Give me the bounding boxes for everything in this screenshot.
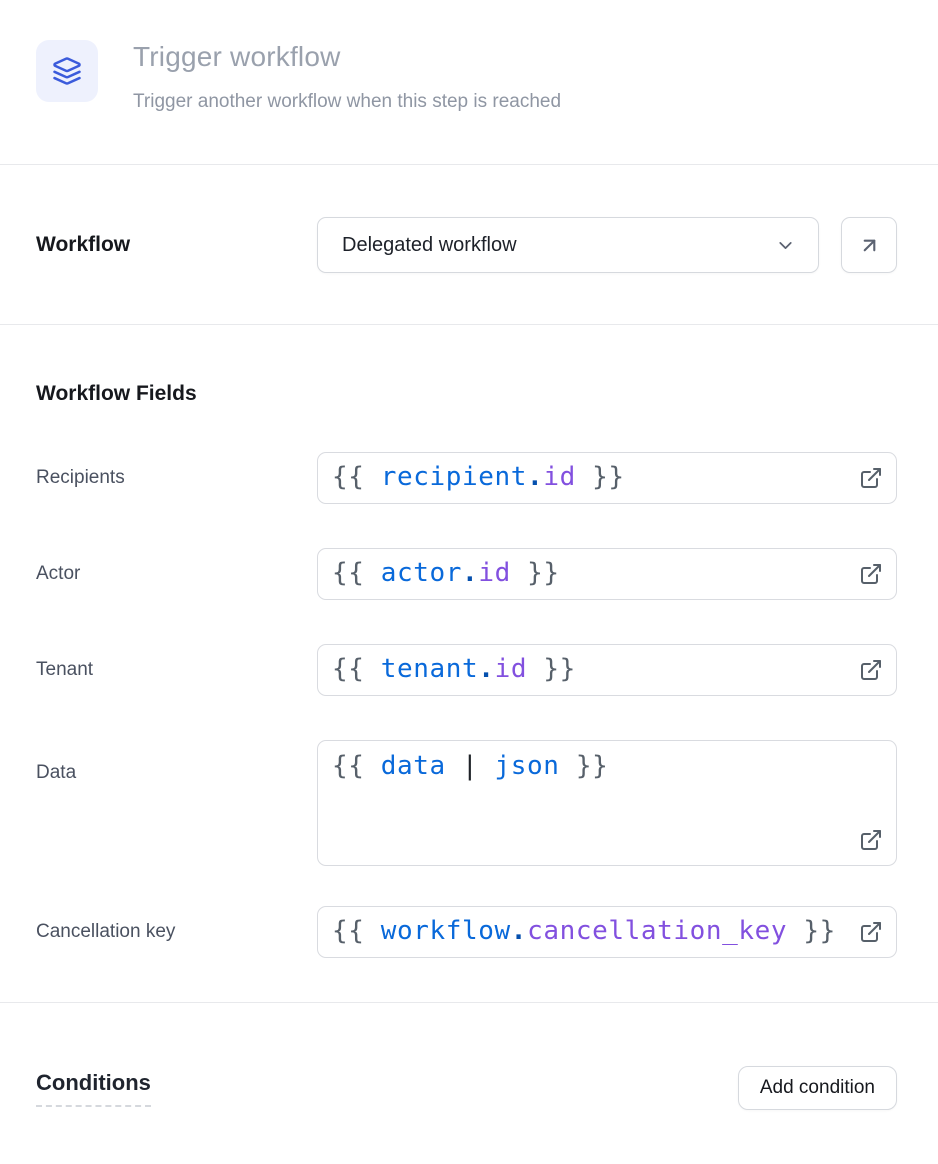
external-link-icon[interactable] <box>859 920 883 944</box>
field-label: Recipients <box>36 467 125 488</box>
field-row-recipients: Recipients {{ recipient.id }} <box>36 452 897 504</box>
field-value-code: {{ recipient.id }} <box>332 462 625 493</box>
workflow-select[interactable]: Delegated workflow <box>317 217 819 273</box>
workflow-select-group: Delegated workflow <box>317 217 897 273</box>
field-value-code: {{ actor.id }} <box>332 558 560 589</box>
trigger-workflow-step-panel: Trigger workflow Trigger another workflo… <box>0 0 938 1110</box>
external-link-icon[interactable] <box>859 466 883 490</box>
conditions-row: Conditions Add condition <box>0 1003 938 1110</box>
workflow-label: Workflow <box>36 233 131 256</box>
workflow-select-value: Delegated workflow <box>342 233 517 256</box>
page-subtitle: Trigger another workflow when this step … <box>133 91 562 112</box>
field-label: Actor <box>36 563 81 584</box>
workflow-fields-section: Workflow Fields Recipients {{ recipient.… <box>0 382 938 958</box>
cancellation-key-input[interactable]: {{ workflow.cancellation_key }} <box>317 906 897 958</box>
workflow-fields-heading: Workflow Fields <box>36 382 197 405</box>
external-link-icon[interactable] <box>859 658 883 682</box>
tenant-input[interactable]: {{ tenant.id }} <box>317 644 897 696</box>
recipients-input[interactable]: {{ recipient.id }} <box>317 452 897 504</box>
field-row-data: Data {{ data | json }} <box>36 740 897 866</box>
conditions-heading: Conditions <box>36 1070 151 1107</box>
open-workflow-button[interactable] <box>841 217 897 273</box>
divider <box>0 1002 938 1003</box>
step-header-text: Trigger workflow Trigger another workflo… <box>133 40 561 113</box>
page-title: Trigger workflow <box>133 41 341 72</box>
external-link-icon[interactable] <box>859 828 883 852</box>
field-row-cancellation-key: Cancellation key {{ workflow.cancellatio… <box>36 906 897 958</box>
field-label: Tenant <box>36 659 94 680</box>
divider <box>0 164 938 165</box>
field-value-code: {{ tenant.id }} <box>332 654 576 685</box>
arrow-up-right-icon <box>858 234 881 257</box>
step-header: Trigger workflow Trigger another workflo… <box>0 0 938 164</box>
field-row-tenant: Tenant {{ tenant.id }} <box>36 644 897 696</box>
chevron-down-icon <box>775 235 796 256</box>
field-row-actor: Actor {{ actor.id }} <box>36 548 897 600</box>
field-label: Data <box>36 762 77 783</box>
add-condition-button[interactable]: Add condition <box>737 1066 897 1110</box>
divider <box>0 324 938 325</box>
external-link-icon[interactable] <box>859 562 883 586</box>
workflow-selector-row: Workflow Delegated workflow <box>0 165 938 324</box>
field-label: Cancellation key <box>36 921 176 942</box>
field-value-code: {{ workflow.cancellation_key }} <box>332 916 836 947</box>
step-icon-tile <box>36 40 98 102</box>
workflow-fields-rows: Recipients {{ recipient.id }} Actor {{ a… <box>36 452 897 958</box>
field-value-code: {{ data | json }} <box>332 751 609 781</box>
layers-icon <box>52 56 82 86</box>
data-input[interactable]: {{ data | json }} <box>317 740 897 866</box>
actor-input[interactable]: {{ actor.id }} <box>317 548 897 600</box>
